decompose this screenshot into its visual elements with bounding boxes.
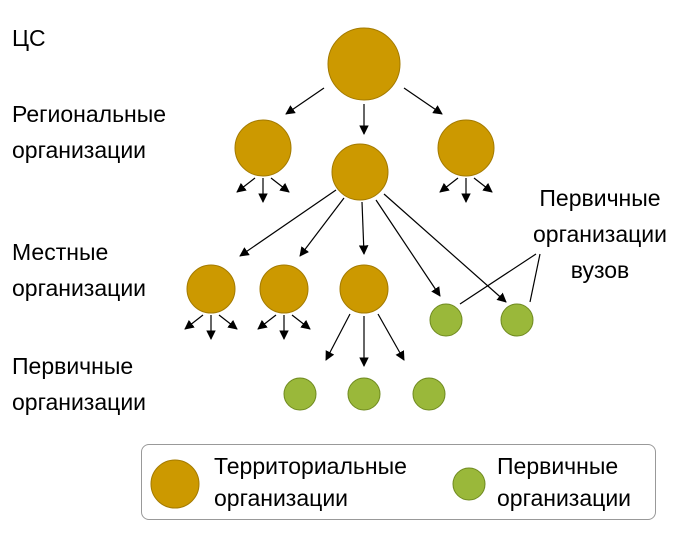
node-primary-1 — [283, 377, 317, 411]
node-university-1 — [429, 303, 463, 337]
arrow-regional-local-3 — [358, 201, 369, 255]
node-local-2 — [259, 264, 309, 314]
pointer-university-2 — [529, 253, 541, 303]
node-regional-left — [234, 119, 292, 177]
regional-right-arrow-left — [439, 177, 459, 193]
legend-label-territorial: Территориальные организации — [214, 453, 407, 511]
node-regional-center — [331, 143, 389, 201]
regional-left-arrow-left — [236, 177, 256, 193]
university-label: Первичные организации вузов — [532, 185, 667, 283]
level-label-cs: ЦС — [12, 25, 46, 51]
pointer-university-1 — [459, 253, 537, 305]
node-university-2 — [500, 303, 534, 337]
local-2-arrow-left — [257, 314, 277, 330]
local-1-arrow-left — [184, 314, 204, 330]
arrow-regional-university-2 — [383, 193, 507, 303]
arrow-cs-regional-left — [285, 87, 325, 115]
node-cs — [327, 27, 401, 101]
arrow-local-primary-1 — [325, 313, 351, 361]
arrow-regional-local-2 — [299, 197, 345, 257]
node-group — [150, 27, 534, 509]
legend — [141, 444, 656, 520]
node-primary-2 — [347, 377, 381, 411]
legend-label-primary: Первичные организации — [497, 453, 632, 511]
level-label-regional: Региональные организации — [12, 101, 167, 163]
arrow-cs-regional-right — [403, 87, 443, 115]
arrow-group — [184, 87, 541, 367]
regional-right-arrow-right — [473, 177, 493, 193]
arrow-local-primary-3 — [377, 313, 405, 361]
legend-swatch-primary — [452, 467, 486, 501]
node-regional-right — [437, 119, 495, 177]
local-1-arrow-right — [218, 314, 238, 330]
level-label-local: Местные организации — [12, 239, 147, 301]
legend-swatch-territorial — [150, 459, 200, 509]
node-local-3 — [339, 264, 389, 314]
arrow-regional-local-1 — [239, 189, 337, 257]
local-2-arrow-right — [291, 314, 311, 330]
level-label-primary: Первичные организации — [12, 353, 147, 415]
regional-left-arrow-right — [270, 177, 290, 193]
arrow-regional-university-1 — [375, 199, 441, 297]
node-local-1 — [186, 264, 236, 314]
node-primary-3 — [412, 377, 446, 411]
